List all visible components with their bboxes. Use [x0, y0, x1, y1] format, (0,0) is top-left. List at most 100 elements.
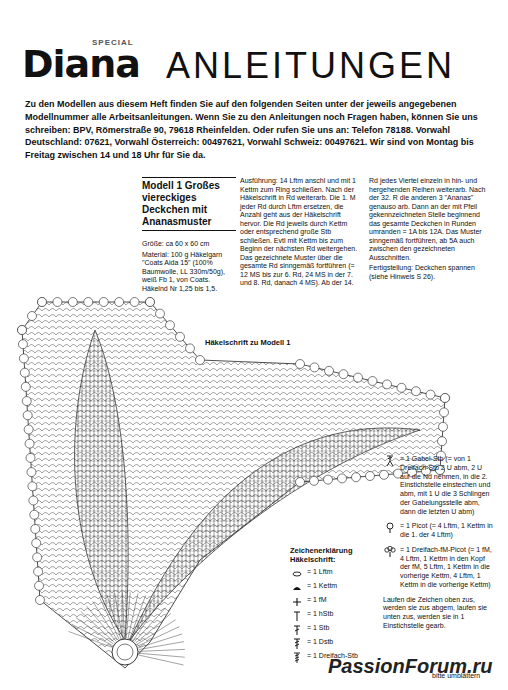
chart-scallop	[23, 411, 32, 420]
chart-scallop	[441, 394, 450, 403]
legend-text: = 1 Kettm	[307, 582, 337, 591]
legend-note: Laufen die Zeichen oben zus, werden sie …	[383, 596, 493, 631]
chart-scallop	[380, 470, 389, 479]
legend-text: = 1 fM	[307, 596, 327, 605]
chart-scallop	[296, 478, 305, 487]
legend-item: = 1 Lftm	[290, 568, 380, 580]
legend-text: = 1 Gabel-Stb (= von 1 Dreifach-Stb 2 U …	[400, 455, 493, 516]
stitch-symbol	[290, 624, 304, 636]
chart-scallop	[439, 422, 448, 431]
chart-scallop	[438, 437, 447, 446]
legend-item: = 1 fM	[290, 596, 380, 608]
chart-stroke	[100, 598, 119, 640]
chart-stroke	[138, 627, 180, 646]
chart-stroke	[93, 601, 118, 640]
chart-scallop	[18, 326, 27, 335]
stitch-symbol	[290, 652, 304, 664]
stitch-symbol	[290, 568, 304, 580]
stitch-symbol	[290, 610, 304, 622]
chart-scallop	[310, 476, 319, 485]
chart-scallop	[24, 425, 33, 434]
chart-scallop	[28, 482, 37, 491]
chart-scallop	[22, 397, 31, 406]
legend-text: = 1 Dreifach-Stb	[307, 652, 358, 661]
legend-text: = 1 hStb	[307, 610, 333, 619]
chart-scallop	[324, 475, 333, 484]
legend-item: = 1 Stb	[290, 624, 380, 636]
page-title: ANLEITUNGEN	[166, 44, 455, 87]
chart-scallop	[18, 340, 27, 349]
chart-scallop	[21, 382, 30, 391]
chart-caption: Häkelschrift zu Modell 1	[203, 338, 292, 347]
chart-scallop	[33, 553, 42, 562]
chart-stroke	[139, 642, 184, 650]
chart-scallop	[31, 524, 40, 533]
chart-scallop	[441, 394, 450, 403]
chart-scallop	[28, 312, 37, 321]
chart-scallop	[366, 472, 375, 481]
stitch-symbol	[383, 546, 397, 558]
chart-scallop	[186, 344, 195, 353]
chart-scallop	[339, 370, 348, 379]
brand-logo: Diana	[22, 42, 140, 88]
chart-stroke	[137, 620, 176, 645]
chart-scallop	[130, 298, 139, 307]
chart-stroke	[122, 592, 124, 638]
stitch-symbol	[383, 455, 397, 467]
chart-scallop	[146, 298, 155, 307]
chart-scallop	[84, 298, 93, 307]
chart-scallop	[338, 474, 347, 483]
chart-scallop	[20, 368, 29, 377]
chart-scallop	[38, 298, 47, 307]
legend-item: = 1 Dreifach-Stb	[290, 652, 380, 664]
chart-scallop	[176, 332, 185, 341]
legend-item: = 1 Gabel-Stb (= von 1 Dreifach-Stb 2 U …	[383, 455, 493, 516]
chart-scallop	[32, 539, 41, 548]
chart-stroke	[139, 655, 184, 665]
stitch-symbol	[290, 638, 304, 650]
legend-text: = 1 Dreifach-fM-Picot (= 1 fM, 4 Lftm, 1…	[400, 546, 493, 590]
chart-stroke	[115, 593, 123, 638]
model-heading: Modell 1 Großes viereckiges Deckchen mit…	[142, 177, 236, 231]
legend-heading: Zeichenerklärung Häkelschrift:	[290, 546, 380, 564]
legend-text: = 1 Stb	[307, 624, 329, 633]
chart-scallop	[166, 321, 175, 330]
chart-scallop	[440, 408, 449, 417]
stitch-symbol	[383, 522, 397, 534]
chart-stroke	[76, 618, 114, 644]
chart-scallop	[27, 468, 36, 477]
chart-scallop	[68, 298, 77, 307]
chart-stroke	[128, 593, 138, 638]
legend-text: = 1 Picot (= 4 Lftm, 1 Kettm in die 1. d…	[400, 522, 493, 540]
chart-scallop	[19, 354, 28, 363]
instructions: Ausführung: 14 Lftm anschl und mit 1 Ket…	[240, 177, 490, 288]
chart-scallop	[352, 473, 361, 482]
chart-scallop	[18, 326, 27, 335]
chart-scallop	[25, 439, 34, 448]
chart-stroke	[134, 608, 165, 642]
chart-scallop	[146, 298, 155, 307]
legend-item: = 1 hStb	[290, 610, 380, 622]
legend-text: = 1 Lftm	[307, 568, 332, 577]
legend-item: = 1 Picot (= 4 Lftm, 1 Kettm in die 1. d…	[383, 522, 493, 540]
chart-scallop	[325, 366, 334, 375]
legend-item: = 1 Dstb	[290, 638, 380, 650]
material-text: Material: 100 g Häkelgarn "Coats Aida 15…	[142, 251, 236, 293]
chart-stroke	[81, 611, 115, 642]
chart-scallop	[412, 387, 421, 396]
chart-scallop	[354, 373, 363, 382]
chart-scallop	[35, 581, 44, 590]
chart-scallop	[397, 383, 406, 392]
chart-scallop	[115, 298, 124, 307]
chart-scallop	[196, 356, 205, 365]
chart-scallop	[53, 298, 62, 307]
chart-scallop	[38, 298, 47, 307]
chart-scallop	[383, 380, 392, 389]
stitch-symbol	[290, 582, 304, 594]
chart-scallop	[296, 360, 305, 369]
legend-item: = 1 Kettm	[290, 582, 380, 594]
legend-right: = 1 Gabel-Stb (= von 1 Dreifach-Stb 2 U …	[383, 455, 493, 631]
legend-text: = 1 Dstb	[307, 638, 333, 647]
stitch-symbol	[290, 596, 304, 608]
chart-stroke	[139, 649, 185, 651]
